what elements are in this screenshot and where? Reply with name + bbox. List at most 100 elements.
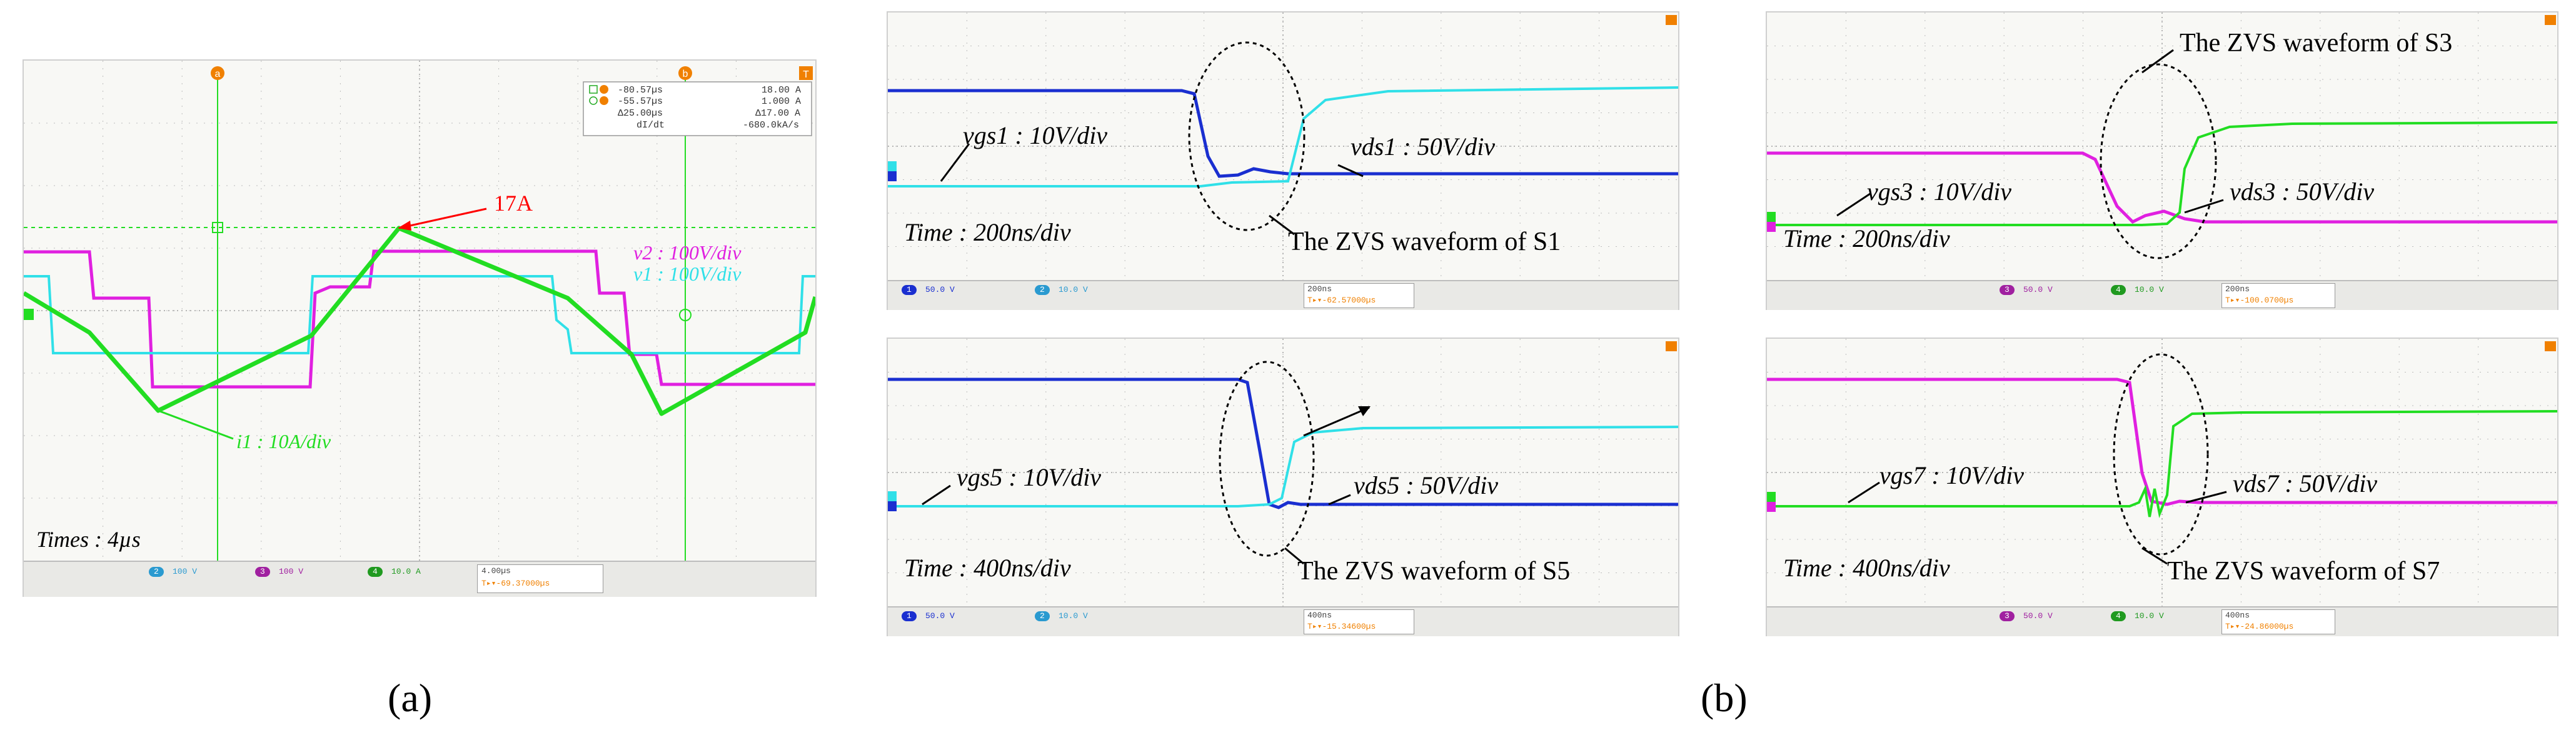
trigger-offset: T▸▾-15.34600µs: [1307, 622, 1376, 631]
vds-leader-line: [2184, 199, 2224, 214]
vgs-waveform: [888, 89, 1678, 178]
readout-row3-delta-value: Δ17.00 A: [755, 108, 800, 119]
vds-label: vds7 : 50V/div: [2233, 469, 2377, 498]
ch4-scale: 10.0 A: [391, 567, 421, 576]
cursor-b-readout-icon: [589, 96, 598, 105]
ch4-chip: 4: [2111, 611, 2126, 621]
channel-ground-marker: [1767, 492, 1776, 502]
channel-ground-marker: [888, 491, 897, 501]
ch3-num: 3: [2005, 285, 2010, 294]
grid: [24, 61, 815, 561]
vds-leader-line: [1337, 164, 1364, 178]
peak-label: 17A: [494, 191, 533, 216]
vds-waveform: [888, 86, 1678, 188]
vds-leader-line: [2185, 491, 2227, 504]
trigger-offset: T▸▾-62.57000µs: [1307, 296, 1376, 305]
channel-ground-marker: [1767, 502, 1776, 512]
cursor-marker-a: [212, 222, 223, 233]
zvs-label: The ZVS waveform of S1: [1288, 228, 1561, 256]
cursor-a-tag: a: [215, 69, 221, 79]
annotation-arrow-head: [1358, 406, 1371, 416]
ch2-num: 2: [154, 567, 159, 576]
vds-waveform: [888, 426, 1678, 508]
ch4-ground-marker: [24, 309, 34, 320]
ch3-scale: 100 V: [279, 567, 304, 576]
ch3-num: 3: [2005, 611, 2010, 621]
ch4-scale: 10.0 V: [2135, 611, 2164, 621]
ch1-chip: 1: [902, 285, 917, 295]
ch4-num: 4: [2116, 285, 2121, 294]
trigger-marker: [2545, 15, 2556, 25]
vgs-label: vgs7 : 10V/div: [1879, 461, 2024, 489]
zvs-highlight-ellipse: [2100, 63, 2217, 259]
ch4-chip: 4: [368, 567, 383, 577]
cursor-readout: -80.57µs 18.00 A -55.57µs 1.000 A Δ25.00…: [583, 81, 812, 136]
readout-row2-value: 1.000 A: [762, 96, 801, 107]
panel-a: a b T 17A v2 : 100V/div v1 : 100V/div i1…: [23, 59, 817, 597]
vgs-leader-line: [940, 143, 970, 182]
ch3-chip: 3: [255, 567, 270, 577]
timebase-box: 400ns T▸▾-15.34600µs: [1304, 609, 1414, 634]
zvs-leader-line: [2141, 49, 2174, 74]
time-label: Time : 200ns/div: [904, 218, 1071, 246]
vgs-leader-line: [1836, 192, 1871, 217]
grid: [1767, 339, 2557, 606]
ch2-num: 2: [1040, 285, 1045, 294]
status-bar-a: 2 100 V 3 100 V 4 10.0 A 4.00µs T▸▾-69.3…: [24, 561, 815, 597]
scope-a: a b T 17A v2 : 100V/div v1 : 100V/div i1…: [23, 59, 817, 597]
vds-label: vds1 : 50V/div: [1351, 132, 1495, 161]
time-label: Time : 400ns/div: [904, 554, 1071, 582]
cursor-b-tag: b: [683, 69, 688, 79]
vgs-label: vgs1 : 10V/div: [963, 121, 1107, 149]
zvs-leader-line: [1269, 214, 1295, 236]
vds-label: vds3 : 50V/div: [2230, 178, 2374, 206]
vds-waveform: [1767, 410, 2557, 518]
timebase: 200ns: [2225, 284, 2250, 294]
figure-label-a: (a): [388, 676, 433, 720]
zvs-leader-line: [2141, 547, 2168, 565]
channel-ground-marker: [1767, 212, 1776, 222]
ch4-num: 4: [373, 567, 378, 576]
ch1-chip: 1: [902, 611, 917, 621]
vds-leader-line: [1328, 494, 1351, 506]
ch1-scale: 50.0 V: [925, 611, 955, 621]
v1-waveform: [24, 275, 815, 354]
scope-a-plot: a b T 17A v2 : 100V/div v1 : 100V/div i1…: [24, 61, 815, 561]
zvs-label: The ZVS waveform of S5: [1297, 557, 1570, 586]
timebase-box: 400ns T▸▾-24.86000µs: [2221, 609, 2335, 634]
ch4-chip: 4: [2111, 285, 2126, 295]
ch2-num: 2: [1040, 611, 1045, 621]
trigger-marker: [2545, 341, 2556, 351]
readout-row4-label: dI/dt: [636, 120, 665, 131]
status-bar-b4: 3 50.0 V 4 10.0 V 400ns T▸▾-24.86000µs: [1767, 606, 2557, 636]
ch3-chip: 3: [2000, 285, 2015, 295]
vds-waveform: [1767, 121, 2557, 226]
trigger-offset: T▸▾-24.86000µs: [2225, 622, 2294, 631]
cursor-marker-b: [679, 309, 692, 321]
status-bar-b2: 3 50.0 V 4 10.0 V 200ns T▸▾-100.0700µs: [1767, 280, 2557, 310]
time-label: Time : 200ns/div: [1783, 224, 1950, 252]
timebase: 400ns: [2225, 611, 2250, 620]
trigger-offset: T▸▾-69.37000µs: [481, 579, 550, 588]
ch3-num: 3: [260, 567, 265, 576]
ch2-scale: 10.0 V: [1059, 285, 1088, 294]
readout-row3-delta-time: Δ25.00µs: [618, 108, 663, 119]
ch4-num: 4: [2116, 611, 2121, 621]
trigger-marker: [1666, 15, 1677, 25]
grid: [888, 12, 1678, 280]
channel-ground-marker: [888, 501, 897, 511]
ch4-scale: 10.0 V: [2135, 285, 2164, 294]
zvs-highlight-ellipse: [2113, 353, 2209, 556]
timebase: 4.00µs: [481, 566, 511, 576]
ch2-chip: 2: [149, 567, 164, 577]
trigger-offset: T▸▾-100.0700µs: [2225, 296, 2294, 305]
status-bar-b3: 1 50.0 V 2 10.0 V 400ns T▸▾-15.34600µs: [888, 606, 1678, 636]
time-label: Times : 4µs: [36, 527, 141, 552]
